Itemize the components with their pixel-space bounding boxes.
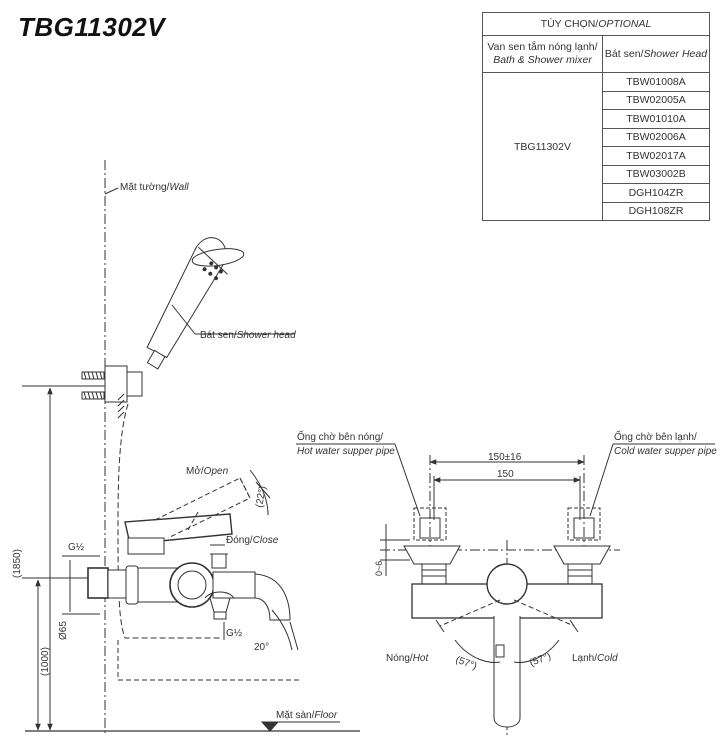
bracket-screws [81, 365, 143, 403]
hot-pipe-label-en: Hot water supper pipe [297, 446, 395, 457]
showerhead-cell: TBW02017A [602, 146, 710, 166]
cold-pipe-box [567, 507, 601, 541]
hot-label: Nóng/Hot [386, 653, 429, 664]
hose-extension [117, 640, 300, 681]
spout-angle-arc [271, 609, 293, 651]
showerhead-cell: TBW03002B [602, 164, 710, 184]
front-handle [493, 616, 521, 728]
open-label: Mở/Open [186, 465, 229, 477]
wall-label: Mặt tường/Wall [120, 182, 189, 193]
dim-diameter-label: Ø65 [58, 621, 69, 640]
shower-head-label: Bát sen/Shower head [200, 330, 296, 341]
showerhead-cell: TBW01010A [602, 109, 710, 129]
right-angle-label: (57°) [528, 651, 552, 669]
floor-label: Mặt sàn/Floor [276, 710, 338, 721]
optional-header-en: OPTIONAL [598, 18, 652, 30]
handle-angle-arc [249, 469, 269, 516]
hose-nut [117, 393, 125, 419]
optional-header: TÙY CHỌN/OPTIONAL [482, 12, 710, 36]
shower-hose [117, 403, 220, 639]
showerhead-cell: DGH104ZR [602, 183, 710, 203]
floor-marker [260, 721, 280, 732]
hot-pipe-label-vi: Ống chờ bên nóng/ [297, 429, 383, 443]
right-angle-arc [513, 639, 560, 663]
optional-header-vi: TÙY CHỌN/ [540, 18, 599, 30]
showerhead-cell: DGH108ZR [602, 201, 710, 221]
left-angle-arc [454, 639, 501, 663]
mixer-body [87, 477, 291, 621]
showerhead-cell: TBW02005A [602, 90, 710, 110]
dim-offset-label: 0~6 [374, 561, 384, 576]
column-showerhead-en: Shower Head [643, 47, 708, 60]
showerhead-cell: TBW02006A [602, 127, 710, 147]
cold-label: Lạnh/Cold [572, 653, 618, 664]
wall-leader [104, 187, 119, 195]
side-view [22, 160, 360, 735]
cold-pipe-label-en: Cold water supper pipe [614, 446, 717, 457]
close-label: Đóng/Close [226, 535, 279, 546]
dim-inner-label: 150 [497, 469, 514, 480]
spout-angle-label: 20° [254, 642, 269, 653]
dim-total-label: (1850) [12, 549, 23, 578]
column-showerhead-header: Bát sen/Shower Head [602, 35, 710, 73]
dim-floor-label: (1000) [40, 647, 51, 676]
optional-table: TÙY CHỌN/OPTIONAL Van sen tắm nóng lạnh/… [482, 12, 710, 221]
cold-pipe-label-vi: Ống chờ bên lạnh/ [614, 429, 697, 443]
thread-bottom-label: G½ [226, 628, 243, 639]
thread-top-label: G½ [68, 542, 85, 553]
hot-pipe-box [413, 507, 447, 541]
front-view [296, 443, 715, 735]
column-showerhead-vi: Bát sen/ [604, 47, 644, 60]
shower-head [146, 237, 245, 370]
shower-head-leader [171, 304, 196, 335]
dim-outer-label: 150±16 [488, 452, 522, 463]
model-title: TBG11302V [18, 12, 166, 42]
column-mixer-vi: Van sen tắm nóng lạnh/ [487, 41, 598, 53]
column-mixer-en: Bath & Shower mixer [493, 54, 592, 66]
mixer-model-cell: TBG11302V [482, 72, 603, 221]
handle-angle-label: (22°) [254, 485, 269, 508]
